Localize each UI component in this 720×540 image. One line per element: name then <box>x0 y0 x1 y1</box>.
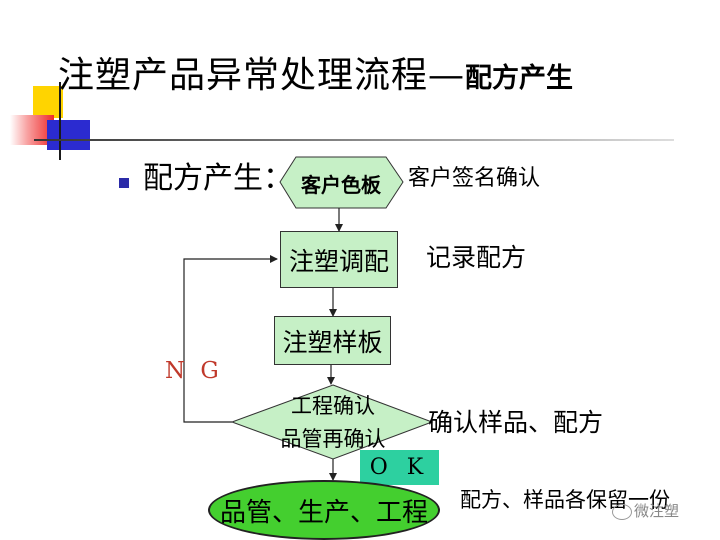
slide-title: 注塑产品异常处理流程—配方产生 <box>58 58 573 94</box>
slide-title-main: 注塑产品异常处理流程— <box>58 55 466 96</box>
title-underline <box>34 139 674 141</box>
label-customer-sign: 客户签名确认 <box>408 166 541 191</box>
ok-badge: O K <box>360 450 439 485</box>
wechat-icon <box>612 503 632 520</box>
watermark: 微注塑 <box>612 500 679 521</box>
end-oval: 品管、生产、工程 <box>208 480 440 540</box>
label-confirm-sample: 确认样品、配方 <box>428 408 604 437</box>
bullet-square <box>119 178 129 188</box>
start-hexagon <box>279 156 404 209</box>
decision-line2: 品管再确认 <box>281 427 386 451</box>
ng-loop-connector <box>183 255 278 423</box>
decor-blue-square <box>47 120 90 150</box>
watermark-text: 微注塑 <box>634 502 680 520</box>
label-record-formula: 记录配方 <box>426 243 527 272</box>
decision-line1: 工程确认 <box>291 394 375 418</box>
decor-vertical-line <box>59 82 61 160</box>
step-injection-sample: 注塑样板 <box>274 316 391 365</box>
start-label: 客户色板 <box>300 173 382 197</box>
step-injection-mixing: 注塑调配 <box>280 231 398 288</box>
decor-yellow-square <box>33 86 63 118</box>
bullet-text: 配方产生： <box>143 161 293 196</box>
slide-title-sub: 配方产生 <box>465 63 574 94</box>
label-ng: N G <box>165 358 223 384</box>
